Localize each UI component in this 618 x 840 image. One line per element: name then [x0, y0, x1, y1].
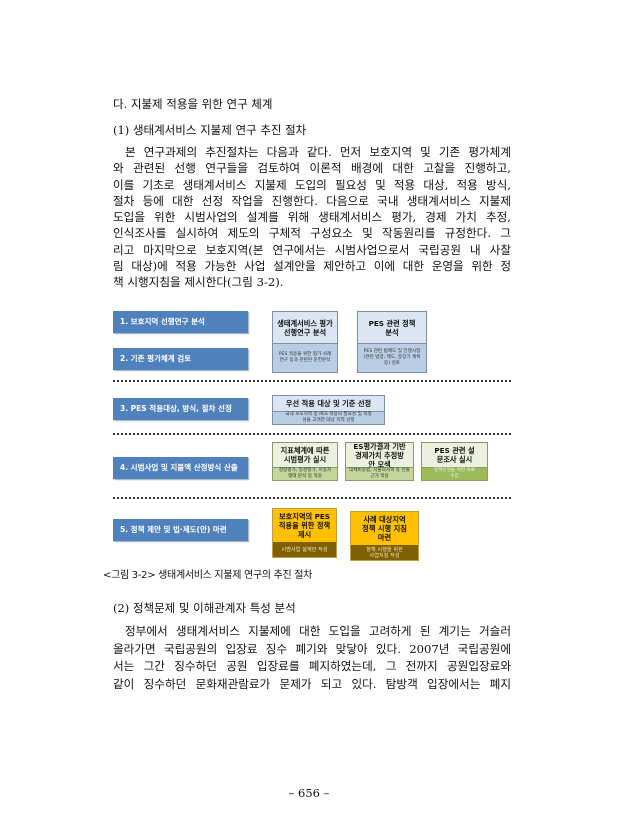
- paragraph-line: 본 연구과제의 추진절차는 다음과 같다. 먼저 보호지역 및 기존 평가체계: [125, 145, 511, 159]
- figure-caption: <그림 3-2> 생태계서비스 지불제 연구의 추진 절차: [103, 570, 313, 581]
- subsection-title-1: (1) 생태계서비스 지불제 연구 추진 절차: [113, 123, 307, 137]
- step-2: 2. 기존 평가체계 검토: [113, 348, 248, 370]
- box-pilot-eval: 지표체계에 따른 시범평가 실시 정량평가, 정성평가, 이용자 행태 분석 등…: [272, 442, 338, 481]
- divider: [113, 497, 511, 499]
- paragraph-1: 본 연구과제의 추진절차는 다음과 같다. 먼저 보호지역 및 기존 평가체계 …: [113, 144, 511, 291]
- paragraph-line: 정부에서 생태계서비스 지불제에 대한 도입을 고려하게 된 계기는 거슬러: [125, 624, 511, 638]
- box-title: 보호지역의 PES 적용을 위한 정책 제시: [273, 509, 336, 542]
- paragraph-line: 서는 그간 징수하던 공원 입장료를 폐지하였는데, 그 전까지 공원입장료와: [113, 659, 511, 674]
- box-detail: 정책 시행을 위한 사업지침 작성: [351, 545, 418, 560]
- box-title: 우선 적용 대상 및 기준 선정: [273, 396, 384, 411]
- box-detail: 정량평가, 정성평가, 이용자 행태 분석 등 적용: [273, 467, 337, 480]
- box-detail: 시범사업 설계안 작성: [273, 542, 336, 557]
- divider: [113, 380, 511, 382]
- box-pes-policy: PES 관련 정책 분석 PES 관련 법제도 및 진행사업(관련 법령, 제도…: [357, 311, 427, 373]
- page-number: – 656 –: [288, 786, 330, 800]
- box-econ-value: ES평가결과 기반 경제가치 추정방안 모색 대체비용법, 지불의사액 등 산출…: [345, 442, 414, 481]
- box-detail: 정책반영을 위한 자료 수집: [422, 467, 487, 480]
- paragraph-line: 책 시행지침을 제시한다(그림 3-2).: [113, 275, 284, 290]
- paragraph-line: 올라가면 국립공원의 입장료 징수 폐기와 맞닿아 있다. 2007년 국립공원…: [113, 641, 511, 656]
- box-title: 지표체계에 따른 시범평가 실시: [273, 443, 337, 467]
- divider: [113, 433, 511, 435]
- paragraph-line: 같이 징수하던 문화재관람료가 문제가 되고 있다. 탐방객 입장에서는 폐지: [113, 677, 511, 692]
- paragraph-line: 와 관련된 선행 연구들을 검토하여 이론적 배경에 대한 고찰을 진행하고,: [113, 161, 511, 176]
- step-5: 5. 정책 제안 및 법·제도(안) 마련: [113, 519, 248, 541]
- paragraph-line: 인식조사를 실시하여 제도의 구체적 구성요소 및 작동원리를 규정한다. 그: [113, 226, 511, 241]
- paragraph-line: 절차 등에 대한 선정 작업을 진행한다. 다음으로 국내 생태계서비스 지불제: [113, 193, 511, 208]
- box-detail: 국내 보호지역 중 PES 적용의 필요성 및 적정성을 고려한 대상 지역 선…: [273, 411, 384, 424]
- step-4: 4. 시범사업 및 지불액 산정방식 산출: [113, 457, 248, 479]
- box-detail: 대체비용법, 지불의사액 등 산출 근거 적용: [346, 467, 413, 480]
- box-title: ES평가결과 기반 경제가치 추정방안 모색: [346, 442, 413, 469]
- paragraph-line: 리고 마지막으로 보호지역(본 연구에서는 시범사업으로서 국립공원 내 사찰: [113, 242, 511, 257]
- box-detail: PES 관련 법제도 및 진행사업(관련 법령, 제도, 중장기 계획 등) 검…: [358, 343, 426, 372]
- step-1: 1. 보호지역 선행연구 분석: [113, 311, 248, 333]
- box-title: 사례 대상지역 정책 시행 지침 마련: [351, 512, 418, 545]
- box-title: 생태계서비스 평가 선행연구 분석: [273, 312, 337, 343]
- section-heading: 다. 지불제 적용을 위한 연구 체계: [113, 97, 273, 111]
- subsection-title-2: (2) 정책문제 및 이해관계자 특성 분석: [113, 601, 296, 615]
- paragraph-line: 림 대상)에 적용 가능한 사업 설계안을 제안하고 이에 대한 운영을 위한 …: [113, 259, 511, 274]
- paragraph-line: 도입을 위한 시범사업의 설계를 위해 생태계서비스 평가, 경제 가치 추정,: [113, 210, 511, 225]
- paragraph-line: 이를 기초로 생태계서비스 지불제 도입의 필요성 및 적용 대상, 적용 방식…: [113, 177, 511, 192]
- step-3: 3. PES 적용대상, 방식, 절차 선정: [113, 398, 248, 420]
- box-policy-proposal: 보호지역의 PES 적용을 위한 정책 제시 시범사업 설계안 작성: [272, 508, 337, 558]
- box-detail: PES 적용을 위한 평가 사례연구 등과 관련된 문헌분석: [273, 343, 337, 372]
- box-es-review: 생태계서비스 평가 선행연구 분석 PES 적용을 위한 평가 사례연구 등과 …: [272, 311, 338, 373]
- box-title: PES 관련 정책 분석: [358, 312, 426, 343]
- paragraph-2: 정부에서 생태계서비스 지불제에 대한 도입을 고려하게 된 계기는 거슬러 올…: [113, 623, 511, 694]
- box-priority-target: 우선 적용 대상 및 기준 선정 국내 보호지역 중 PES 적용의 필요성 및…: [272, 395, 385, 425]
- box-guideline: 사례 대상지역 정책 시행 지침 마련 정책 시행을 위한 사업지침 작성: [350, 511, 419, 561]
- box-title: PES 관련 설문조사 실시: [422, 443, 487, 467]
- box-survey: PES 관련 설문조사 실시 정책반영을 위한 자료 수집: [421, 442, 488, 481]
